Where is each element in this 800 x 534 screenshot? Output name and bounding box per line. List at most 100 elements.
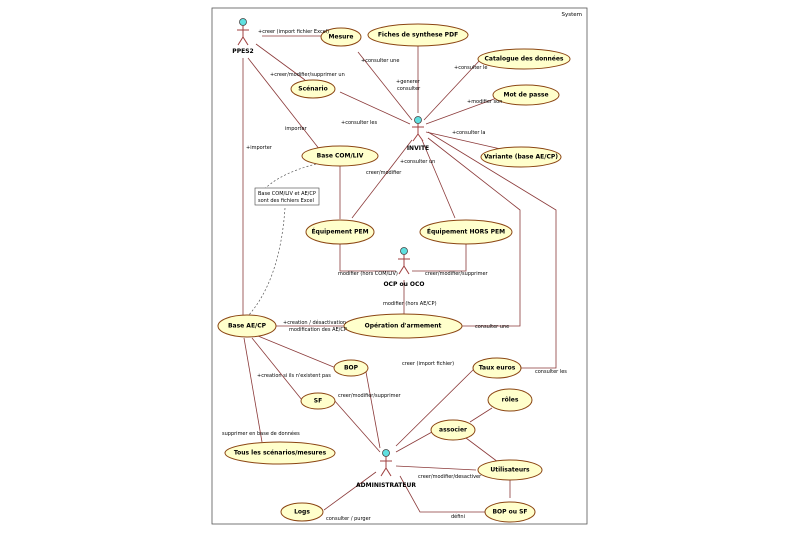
label-consulter-une-op: consulter une [475, 324, 509, 330]
usecase-catalogue[interactable]: Catalogue des données [477, 48, 571, 70]
svg-text:Taux euros: Taux euros [479, 365, 516, 372]
actor-label: PPES2 [232, 48, 253, 55]
assoc-invite-motdepasse [425, 94, 506, 125]
label-generer: +generer [396, 79, 421, 85]
note-excel: Base COM/LIV et AE/CP sont des fichiers … [247, 162, 321, 317]
actor-admin[interactable]: ADMINISTRATEUR [356, 449, 416, 490]
label-creer-modifier: creer/modifier [366, 170, 402, 176]
svg-text:Logs: Logs [294, 509, 310, 516]
assoc-baseae-tous [243, 337, 263, 443]
usecase-baseae[interactable]: Base AE/CP [217, 314, 277, 338]
label-modification-ae: modification des AE/CP [289, 327, 347, 333]
usecase-fiches[interactable]: Fiches de synthese PDF [367, 23, 469, 47]
usecase-logs[interactable]: Logs [280, 502, 324, 522]
assoc-invite-operation [427, 137, 521, 327]
usecase-tous[interactable]: Tous les scénarios/mesures [224, 441, 336, 465]
label-creer-modifier-supprimer-sf: creer/modifier/supprimer [338, 393, 402, 399]
note-anchor-baseae [247, 207, 286, 317]
usecase-motdepasse[interactable]: Mot de passe [492, 84, 560, 106]
svg-text:rôles: rôles [502, 397, 519, 404]
label-consulter-le: +consulter le [454, 65, 487, 71]
assoc-admin-logs [323, 471, 377, 511]
assoc-admin-utilisateurs [395, 465, 477, 471]
label-consulter-purger: consulter / purger [326, 516, 372, 522]
svg-text:Base COM/LIV: Base COM/LIV [317, 153, 364, 160]
assoc-admin-bopsf [399, 475, 485, 513]
association-labels: +creer (import fichier Excel) +creer/mod… [222, 29, 567, 522]
usecase-equip-pem[interactable]: Équipement PEM [305, 219, 375, 245]
label-creer-import-fichier: creer (import fichier) [402, 361, 454, 367]
usecase-bop[interactable]: BOP [333, 359, 369, 377]
assoc-invite-catalogue [423, 59, 481, 121]
actor-ocp[interactable]: OCP ou OCO [383, 247, 425, 289]
label-creer-import-excel: +creer (import fichier Excel) [258, 29, 329, 35]
assoc-invite-taux [427, 131, 557, 369]
usecase-associer[interactable]: associer [430, 419, 476, 441]
svg-text:Utilisateurs: Utilisateurs [490, 467, 530, 474]
actor-head-icon [239, 18, 247, 26]
assoc-baseae-bop [257, 335, 337, 369]
svg-text:Équipement PEM: Équipement PEM [311, 228, 368, 236]
svg-text:Opération d'armement: Opération d'armement [365, 323, 442, 330]
note-line1: Base COM/LIV et AE/CP [258, 191, 316, 197]
note-anchor-basecom [255, 162, 321, 201]
svg-text:Équipement HORS PEM: Équipement HORS PEM [427, 228, 505, 236]
actor-label: OCP ou OCO [383, 281, 424, 288]
usecase-roles[interactable]: rôles [487, 388, 533, 412]
usecase-sf[interactable]: SF [300, 392, 336, 410]
label-creer-modifier-supprimer-ocp: creer/modifier/supprimer [425, 271, 489, 277]
label-importer: importer [285, 126, 308, 132]
actor-head-icon [414, 116, 422, 124]
label-supprimer-bdd: supprimer en base de données [222, 430, 300, 437]
svg-text:SF: SF [314, 398, 322, 405]
label-consulter-une: +consulter une [361, 58, 399, 64]
assoc-admin-taux [395, 367, 476, 447]
usecase-bopsf[interactable]: BOP ou SF [484, 501, 536, 523]
assoc-admin-bop [365, 371, 381, 449]
actor-ppes2[interactable]: PPES2 [232, 18, 254, 56]
usecase-equip-hors[interactable]: Équipement HORS PEM [419, 219, 513, 245]
assoc-invite-mesure [357, 51, 413, 121]
label-creer-modifier-supprimer: +creer/modifier/supprimer un [270, 72, 345, 78]
assoc-ppes2-basecom [247, 57, 321, 151]
actor-head-icon [400, 247, 408, 255]
svg-text:Fiches de synthese PDF: Fiches de synthese PDF [378, 32, 458, 39]
label-consulter-les-taux: consulter les [535, 369, 567, 375]
assoc-invite-scenario [339, 91, 411, 125]
svg-text:BOP ou SF: BOP ou SF [492, 509, 527, 516]
usecase-mesure[interactable]: Mesure [320, 27, 362, 47]
assoc-ocp-hors [412, 244, 467, 272]
assoc-invite-pem [351, 139, 413, 219]
svg-text:BOP: BOP [344, 365, 359, 372]
svg-text:associer: associer [439, 427, 467, 434]
usecase-operation[interactable]: Opération d'armement [343, 313, 463, 339]
label-consulter-les: +consulter les [341, 120, 377, 126]
usecase-utilisateurs[interactable]: Utilisateurs [477, 459, 543, 481]
svg-text:Scénario: Scénario [298, 86, 327, 93]
label-defini: défini [451, 513, 465, 520]
usecase-variante[interactable]: Variante (base AE/CP) [480, 146, 562, 168]
note-box [254, 187, 320, 206]
usecase-basecom[interactable]: Base COM/LIV [301, 145, 379, 167]
associations [242, 35, 557, 513]
actor-invite[interactable]: INVITE [407, 116, 429, 153]
assoc-admin-sf [333, 399, 381, 453]
label-modifier-hors-ae: modifier (hors AE/CP) [383, 301, 437, 307]
svg-text:Catalogue des données: Catalogue des données [485, 56, 564, 63]
note-line2: sont des fichiers Excel [258, 198, 314, 204]
assoc-ocp-pem [339, 244, 396, 272]
assoc-admin-associer [395, 431, 433, 453]
label-modifier-son: +modifier son [467, 99, 502, 105]
assoc-baseae-sf [251, 337, 303, 401]
svg-text:Variante (base AE/CP): Variante (base AE/CP) [484, 154, 558, 161]
label-creation-desactivation: +creation / désactivation [283, 319, 346, 326]
assoc-associer-utilisateurs [465, 437, 499, 463]
usecase-scenario[interactable]: Scénario [290, 79, 336, 99]
actor-label: INVITE [407, 145, 429, 152]
label-modifier-hors-com: modifier (hors COM/LIV) [338, 271, 398, 277]
svg-text:Mesure: Mesure [329, 34, 354, 41]
label-consulter-un: +consulter un [400, 159, 435, 165]
svg-text:Base AE/CP: Base AE/CP [228, 323, 267, 330]
svg-text:Tous les scénarios/mesures: Tous les scénarios/mesures [234, 450, 327, 457]
usecase-taux[interactable]: Taux euros [472, 357, 522, 379]
